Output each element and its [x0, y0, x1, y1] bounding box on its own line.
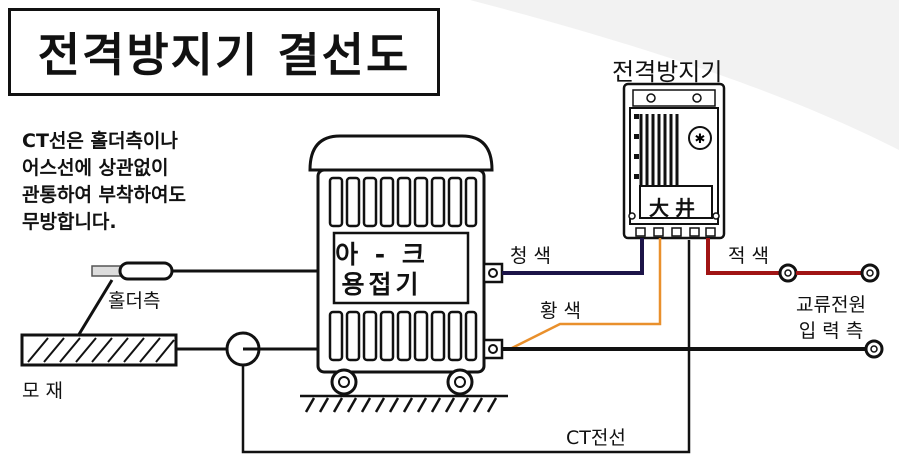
ct-wire-label: CT전선: [566, 427, 626, 449]
brand-mark-icon: [688, 126, 712, 150]
ac-input-line: 입 력 측: [798, 320, 864, 342]
base-metal-plate: [20, 333, 178, 367]
shock-suppressor-device: ✱: [622, 82, 726, 240]
ground: [300, 394, 508, 413]
note-line: CT선은 홀더측이나: [22, 130, 178, 152]
red-wire: [706, 238, 782, 275]
electrode-rod: [76, 279, 114, 337]
holder-label: 홀더측: [108, 290, 161, 312]
ac-input-label: 교류전원 입 력 측: [796, 292, 866, 344]
ct-wire: [241, 240, 691, 454]
blue-wire: [502, 238, 644, 275]
base-metal-label: 모 재: [22, 380, 63, 402]
note-line: 어스선에 상관없이: [22, 157, 169, 179]
note-line: 무방합니다.: [22, 211, 117, 233]
device-label: 전격방지기: [612, 58, 723, 86]
device-brand: 大井: [649, 196, 701, 220]
note-line: 관통하여 부착하여도: [22, 184, 186, 206]
diagram-title: 전격방지기 결선도: [8, 8, 440, 96]
ct-note: CT선은 홀더측이나 어스선에 상관없이 관통하여 부착하여도 무방합니다.: [22, 128, 186, 236]
welder-label: 아 - 크 용접기: [335, 240, 429, 299]
electrode-holder: [91, 261, 174, 281]
arc-welder: [308, 134, 504, 396]
yellow-wire-label: 황 색: [540, 300, 581, 322]
red-wire-label: 적 색: [728, 245, 769, 267]
ac-input-line: 교류전원: [796, 294, 866, 316]
svg-text:✱: ✱: [695, 132, 706, 147]
blue-wire-label: 청 색: [510, 245, 551, 267]
